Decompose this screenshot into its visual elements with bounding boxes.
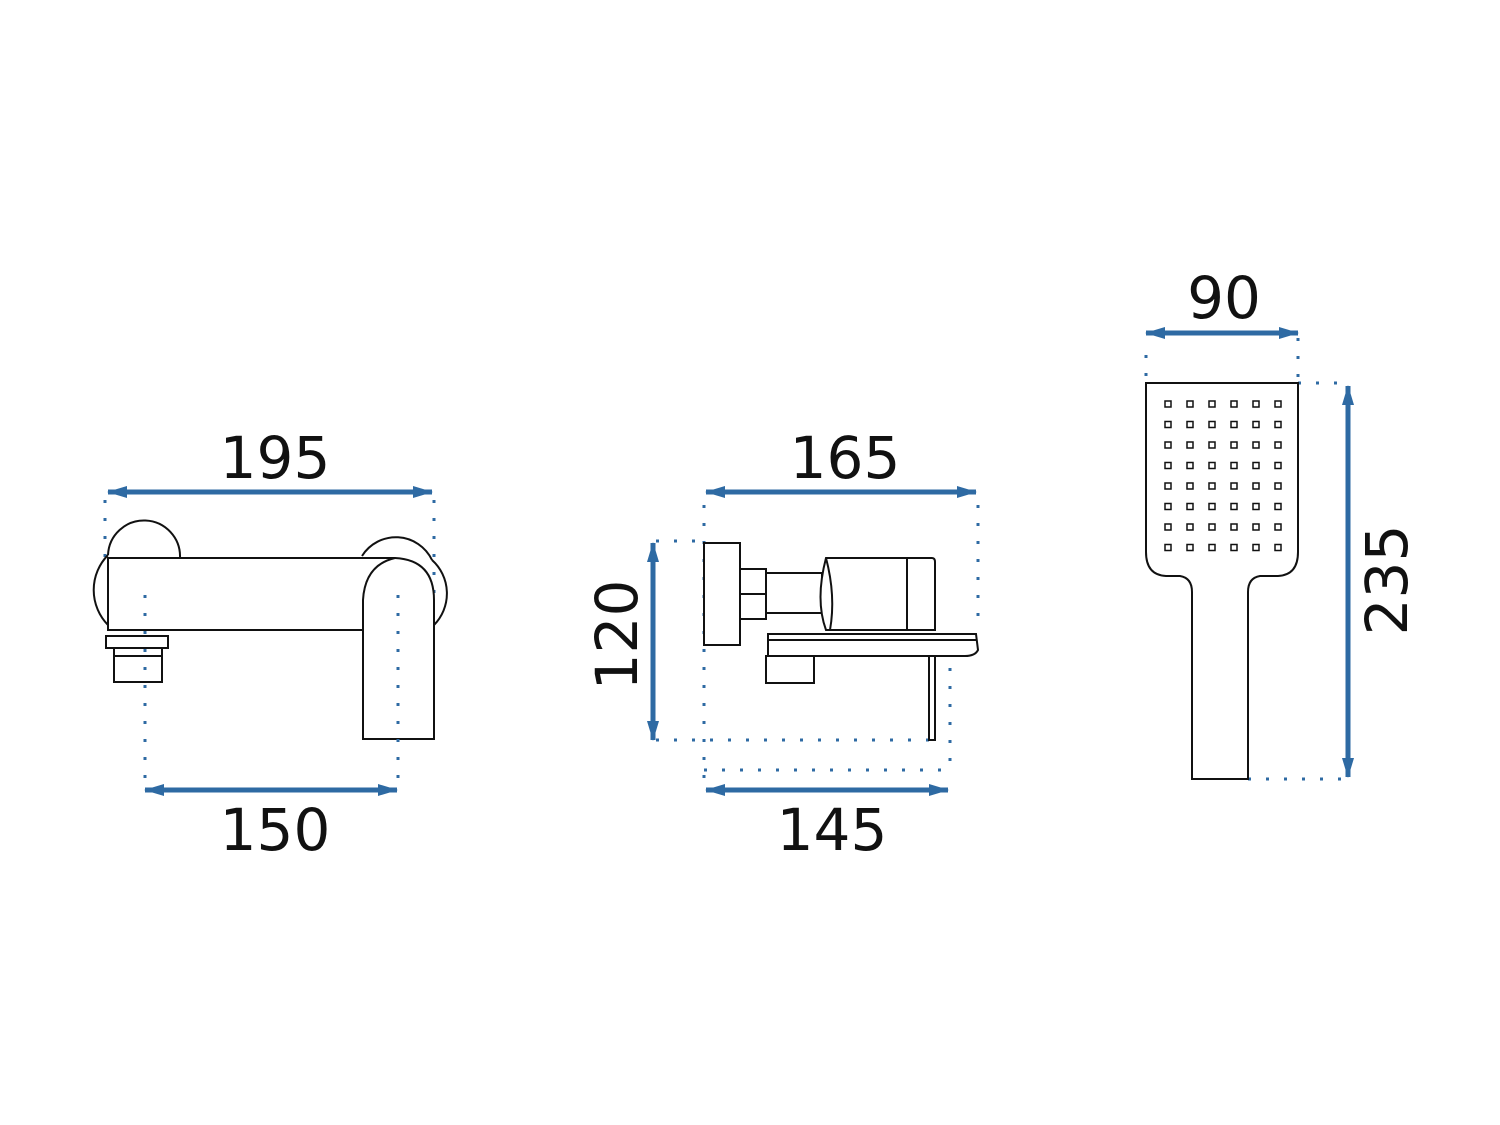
shower-nozzle [1208,543,1216,552]
mixer-lever-pin [928,655,936,741]
shower-nozzle [1274,461,1282,470]
shower-nozzle [1208,400,1216,408]
shower-width-dimension-label: 90 [1187,264,1261,332]
shower-nozzle [1252,420,1260,429]
shower-nozzle [1230,502,1238,511]
shower-nozzle [1186,502,1194,511]
shower-nozzle [1164,543,1172,552]
shower-height-dimension-label: 235 [1353,525,1421,636]
spout-drawing: 195 150 [92,424,448,864]
shower-nozzle [1252,461,1260,470]
shower-nozzle [1252,441,1260,449]
shower-nozzle [1186,400,1194,408]
shower-nozzle [1208,441,1216,449]
shower-nozzle [1274,482,1282,490]
shower-nozzle [1164,461,1172,470]
spout-body [107,557,435,740]
shower-nozzle [1274,543,1282,552]
shower-nozzle [1186,420,1194,429]
hand-shower-drawing: 90 235 [1144,264,1421,781]
shower-nozzle [1164,523,1172,531]
shower-nozzle [1186,441,1194,449]
mixer-bottom-dimension-label: 145 [777,796,888,864]
shower-nozzle [1252,482,1260,490]
spout-connector [105,635,169,649]
shower-nozzle [1252,523,1260,531]
mixer-wall-plate [703,542,741,646]
shower-nozzle [1274,400,1282,408]
shower-nozzle [1208,420,1216,429]
shower-nozzle [1164,441,1172,449]
shower-nozzle [1230,441,1238,449]
shower-nozzle [1252,502,1260,511]
shower-nozzle [1230,420,1238,429]
spout-left-escutcheon [92,519,182,626]
shower-nozzle [1274,420,1282,429]
spout-top-dimension-label: 195 [220,424,331,492]
shower-nozzle [1208,523,1216,531]
spout-right-escutcheon [361,536,448,626]
mixer-height-dimension-label: 120 [583,580,651,691]
shower-nozzle [1230,543,1238,552]
spout-connector-nut [113,647,163,683]
shower-nozzle [1274,441,1282,449]
shower-nozzle [1274,523,1282,531]
shower-nozzle [1230,523,1238,531]
spout-bend [362,557,396,630]
mixer-body-front [825,557,834,631]
mixer-body [819,557,936,631]
shower-nozzle-grid [1164,400,1282,552]
shower-nozzle [1230,400,1238,408]
mixer-drawing: 165 145 120 [583,424,980,864]
shower-nozzle [1186,523,1194,531]
shower-nozzle [1164,400,1172,408]
shower-nozzle [1208,461,1216,470]
mixer-lever [767,633,980,657]
shower-nozzle [1164,482,1172,490]
mixer-neck [765,572,823,614]
shower-nozzle [1186,543,1194,552]
shower-nozzle [1164,420,1172,429]
shower-nozzle [1208,482,1216,490]
shower-nozzle [1186,482,1194,490]
shower-body [1145,382,1299,780]
shower-nozzle [1164,502,1172,511]
mixer-lever-grip [765,655,815,684]
shower-nozzle [1274,502,1282,511]
shower-nozzle [1252,400,1260,408]
shower-nozzle [1230,482,1238,490]
spout-bottom-dimension-label: 150 [220,796,331,864]
shower-nozzle [1230,461,1238,470]
mixer-top-dimension-label: 165 [790,424,901,492]
shower-nozzle [1252,543,1260,552]
shower-nozzle [1208,502,1216,511]
shower-nozzle [1186,461,1194,470]
